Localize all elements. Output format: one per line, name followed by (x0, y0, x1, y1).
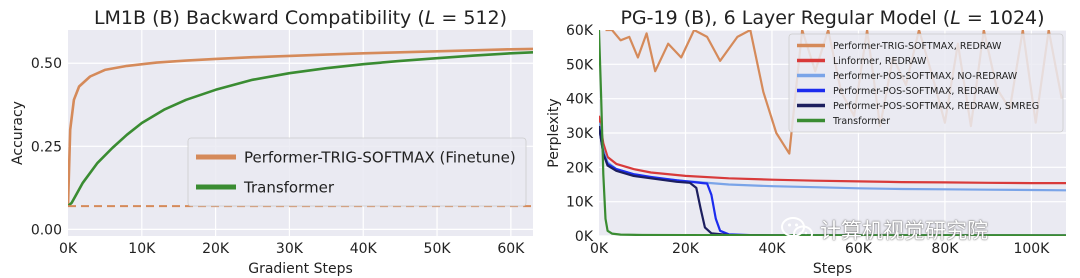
x-axis-label: Gradient Steps (248, 261, 353, 277)
series-line-6 (599, 30, 1066, 236)
x-tick-label: 30K (276, 241, 304, 257)
x-tick-label: 60K (845, 241, 873, 257)
watermark-text: 计算机视觉研究院 (820, 219, 988, 243)
series-line-1 (68, 47, 533, 207)
x-tick-label: 40K (350, 241, 378, 257)
y-tick-label: 10K (566, 195, 594, 211)
series-line-2 (599, 115, 1066, 185)
chart-title: LM1B (B) Backward Compatibility (L = 512… (94, 7, 507, 29)
x-tick-label: 20K (202, 241, 230, 257)
y-tick-label: 0K (575, 229, 594, 245)
x-tick-label: 0K (59, 241, 78, 257)
legend-label: Performer-POS-SOFTMAX, REDRAW (833, 86, 999, 97)
watermark: 计算机视觉研究院 (780, 214, 988, 246)
wechat-icon (781, 217, 813, 243)
y-axis-label: Accuracy (10, 101, 26, 165)
legend-box (788, 33, 1064, 133)
x-tick-label: 100K (1013, 241, 1050, 257)
y-axis-label: Perplexity (546, 98, 562, 167)
chart-2: 0K 20K 40K 60K 80K 100K 0K 10K 20K 30K 40K 50K 60K St… (546, 7, 1066, 277)
y-tick-label: 30K (566, 126, 594, 142)
x-axis-label: Steps (813, 261, 852, 277)
y-tick-label: 0.50 (31, 56, 62, 72)
legend-label: Transformer (243, 178, 335, 196)
x-tick-label: 80K (931, 241, 959, 257)
y-tick-label: 0.00 (31, 222, 62, 238)
series-group (68, 47, 533, 208)
y-tick-label: 40K (566, 92, 594, 108)
legend-label: Performer-TRIG-SOFTMAX, REDRAW (833, 41, 1002, 52)
legend-label: Performer-POS-SOFTMAX, NO-REDRAW (833, 71, 1018, 82)
x-tick-label: 50K (424, 241, 452, 257)
x-tick-label: 0K (590, 241, 609, 257)
y-tick-label: 20K (566, 160, 594, 176)
legend-label: Linformer, REDRAW (833, 56, 927, 67)
legend-box (187, 137, 527, 207)
y-tick-label: 50K (566, 57, 594, 73)
chart-title: PG-19 (B), 6 Layer Regular Model (L = 10… (620, 7, 1044, 29)
y-tick-label: 60K (566, 23, 594, 39)
legend-label: Performer-POS-SOFTMAX, REDRAW, SMREG (833, 101, 1039, 112)
x-tick-label: 20K (672, 241, 700, 257)
chart-1: 0K 10K 20K 30K 40K 50K 60K 0.00 0.25 0.50Gradient… (10, 7, 533, 277)
legend-label: Performer-TRIG-SOFTMAX (Finetune) (244, 148, 516, 166)
x-tick-label: 40K (758, 241, 786, 257)
y-tick-label: 0.25 (31, 139, 62, 155)
x-tick-label: 10K (128, 241, 156, 257)
x-tick-label: 60K (497, 241, 525, 257)
legend-label: Transformer (832, 116, 890, 127)
series-line-2 (68, 51, 533, 208)
